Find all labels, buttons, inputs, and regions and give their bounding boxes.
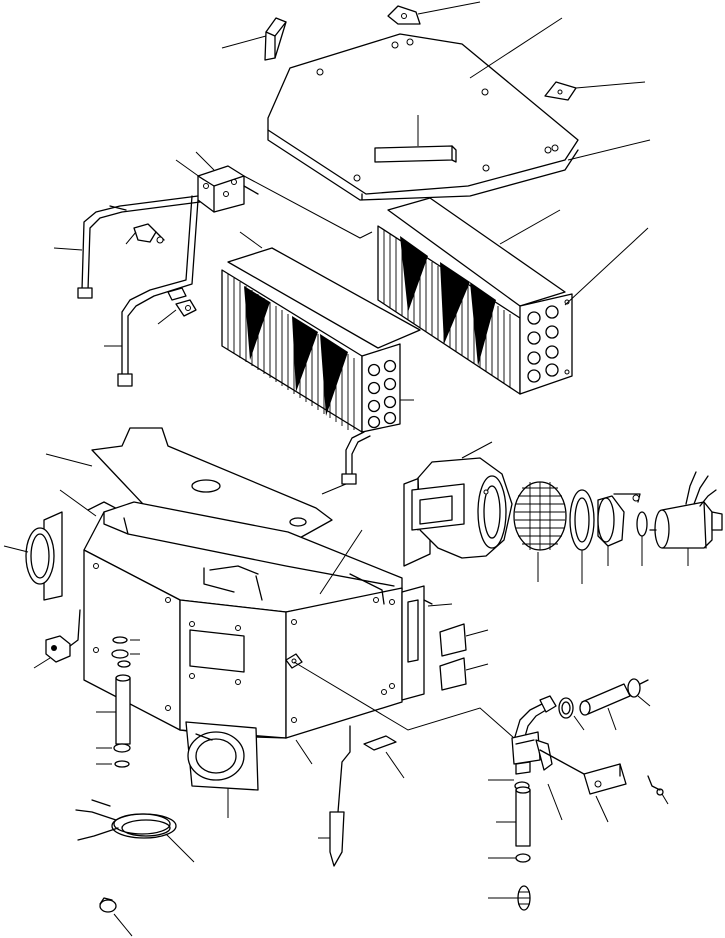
evaporator-core-rear	[377, 197, 573, 395]
filter-pad	[439, 623, 467, 691]
hose-clamp	[99, 897, 117, 913]
cover-spacer-bar	[264, 17, 287, 61]
blower-scroll-case	[403, 457, 513, 567]
pipe-fitting-nut	[636, 511, 648, 537]
valve-bracket	[583, 763, 627, 795]
caution-label	[363, 735, 397, 751]
heater-housing	[83, 501, 403, 739]
water-valve-assembly	[511, 695, 585, 911]
clip-bracket-right	[544, 81, 577, 101]
drain-hose-assembly	[558, 678, 649, 719]
side-panel	[401, 585, 433, 701]
pipe-fitting-nut	[133, 223, 165, 244]
outlet-duct	[185, 721, 259, 791]
relay-switch	[45, 609, 81, 663]
evaporator-core-front	[221, 247, 421, 433]
refrigerant-pipe-upper	[77, 195, 201, 299]
expansion-valve-block	[197, 165, 259, 213]
fan-motor	[649, 471, 723, 549]
wire-harness	[75, 799, 177, 841]
refrigerant-pipe-lower	[117, 195, 199, 387]
pipe-fitting-nut	[175, 299, 197, 317]
drain-hose-assembly	[111, 636, 131, 768]
air-duct-ring	[25, 511, 63, 601]
blower-fan-wheel	[513, 481, 567, 551]
motor-adapter-flange	[597, 493, 641, 547]
cover-seal-strip	[374, 145, 457, 163]
mounting-bracket-top	[387, 5, 421, 25]
hose-clamp	[647, 775, 664, 796]
fan-seal-ring	[569, 489, 595, 551]
top-cover-plate	[267, 33, 579, 201]
drain-pipe	[341, 431, 371, 485]
thermostat-sensor	[329, 725, 351, 867]
